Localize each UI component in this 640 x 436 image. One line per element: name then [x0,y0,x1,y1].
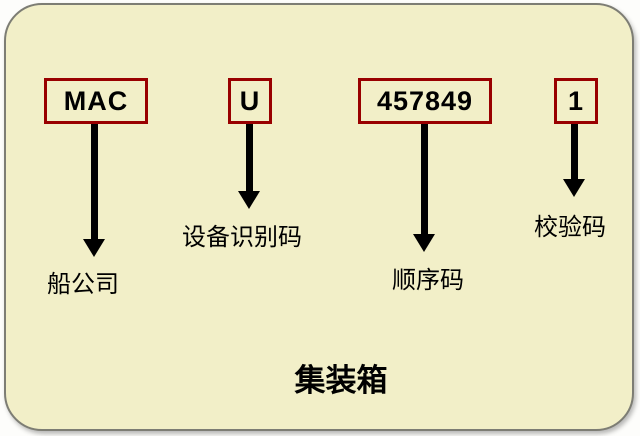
code-box-check-digit: 1 [554,78,598,124]
code-box-serial-number: 457849 [358,78,492,124]
down-arrow-serial-number [413,124,435,252]
down-arrow-equipment-identifier [238,124,260,209]
container-number-diagram-panel: MAC U 457849 1 船公司 设备识别码 顺序码 校验码 集装箱 [4,3,634,431]
down-arrow-shipping-company [83,124,105,257]
code-box-shipping-company: MAC [44,78,148,124]
down-arrow-check-digit [563,124,585,197]
arrow-head-icon [83,239,105,257]
arrow-shaft [90,124,98,239]
arrow-shaft [420,124,428,234]
diagram-title: 集装箱 [294,363,388,398]
label-shipping-company: 船公司 [47,271,119,298]
label-equipment-identifier: 设备识别码 [182,224,302,251]
arrow-head-icon [563,179,585,197]
arrow-shaft [245,124,253,191]
code-box-equipment-identifier: U [228,78,272,124]
arrow-head-icon [413,234,435,252]
label-serial-number: 顺序码 [392,267,464,294]
arrow-head-icon [238,191,260,209]
label-check-digit: 校验码 [534,214,606,241]
arrow-shaft [570,124,578,179]
